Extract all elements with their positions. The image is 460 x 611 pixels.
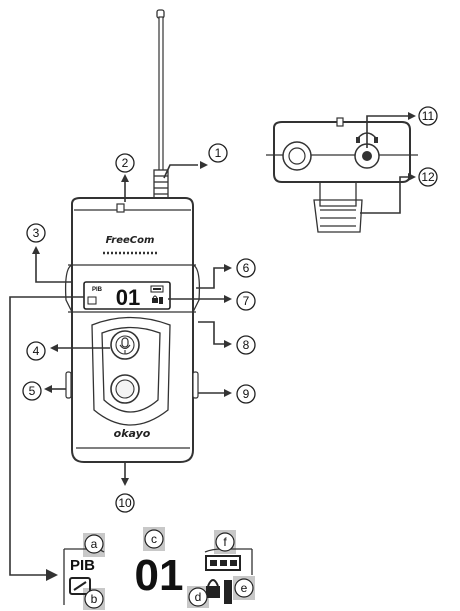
- callout-1: 1: [208, 143, 228, 163]
- bottom-view: [266, 117, 418, 233]
- zoom-lock-icon: [206, 579, 232, 604]
- svg-text:a: a: [91, 537, 98, 551]
- callout-9: 9: [236, 384, 256, 404]
- lcd-pib-label: PIB: [92, 287, 103, 293]
- svg-text:12: 12: [421, 170, 435, 184]
- svg-text:8: 8: [243, 338, 250, 352]
- zoom-channel-number: 01: [135, 551, 184, 600]
- callout-3: 3: [26, 223, 46, 243]
- svg-text:b: b: [91, 592, 98, 606]
- zoom-callout-c: c: [144, 529, 164, 549]
- callout-5: 5: [22, 381, 42, 401]
- speaker-grille: [103, 251, 157, 255]
- svg-text:4: 4: [33, 344, 40, 358]
- callout-11: 11: [418, 106, 438, 126]
- lcd-link-icon: [87, 296, 97, 305]
- antenna-connector: [282, 141, 312, 171]
- antenna: [153, 9, 169, 201]
- svg-text:3: 3: [33, 226, 40, 240]
- brand-top: FreeCom: [106, 235, 155, 246]
- power-button[interactable]: [110, 374, 140, 404]
- svg-text:c: c: [151, 532, 157, 546]
- right-side-key[interactable]: [192, 371, 199, 399]
- lcd-channel-number: 01: [116, 285, 140, 310]
- zoom-callout-a: a: [84, 534, 104, 554]
- svg-text:9: 9: [243, 387, 250, 401]
- callout-7: 7: [236, 291, 256, 311]
- left-side-key[interactable]: [65, 371, 72, 399]
- zoom-link-icon: [69, 577, 91, 595]
- svg-text:1: 1: [215, 146, 222, 160]
- callout-4: 4: [26, 341, 46, 361]
- lcd-screen: [83, 281, 171, 310]
- svg-text:6: 6: [243, 261, 250, 275]
- svg-text:5: 5: [29, 384, 36, 398]
- zoom-pib-label: PIB: [70, 557, 95, 574]
- zoom-callout-d: d: [188, 587, 208, 607]
- callout-2: 2: [115, 153, 135, 173]
- callout-8: 8: [236, 335, 256, 355]
- svg-text:d: d: [195, 590, 202, 604]
- callout-10: 10: [115, 493, 135, 513]
- transmitter-body: [64, 197, 201, 463]
- svg-text:2: 2: [122, 156, 129, 170]
- lcd-battery-icon: [150, 285, 164, 293]
- zoom-callout-b: b: [84, 589, 104, 609]
- svg-text:10: 10: [118, 496, 132, 510]
- svg-text:e: e: [241, 581, 248, 595]
- zoom-callout-f: f: [215, 532, 235, 552]
- svg-text:7: 7: [243, 294, 250, 308]
- brand-bottom: okayo: [114, 427, 151, 440]
- button-panel: [91, 316, 171, 426]
- callout-12: 12: [418, 167, 438, 187]
- microphone-icon: [119, 337, 131, 354]
- zoom-battery-icon: [205, 555, 241, 571]
- lcd-lock-icon: [152, 295, 163, 304]
- callout-6: 6: [236, 258, 256, 278]
- svg-text:f: f: [223, 535, 227, 549]
- mute-button[interactable]: [110, 330, 140, 360]
- svg-text:11: 11: [422, 109, 435, 123]
- zoom-callout-e: e: [234, 578, 254, 598]
